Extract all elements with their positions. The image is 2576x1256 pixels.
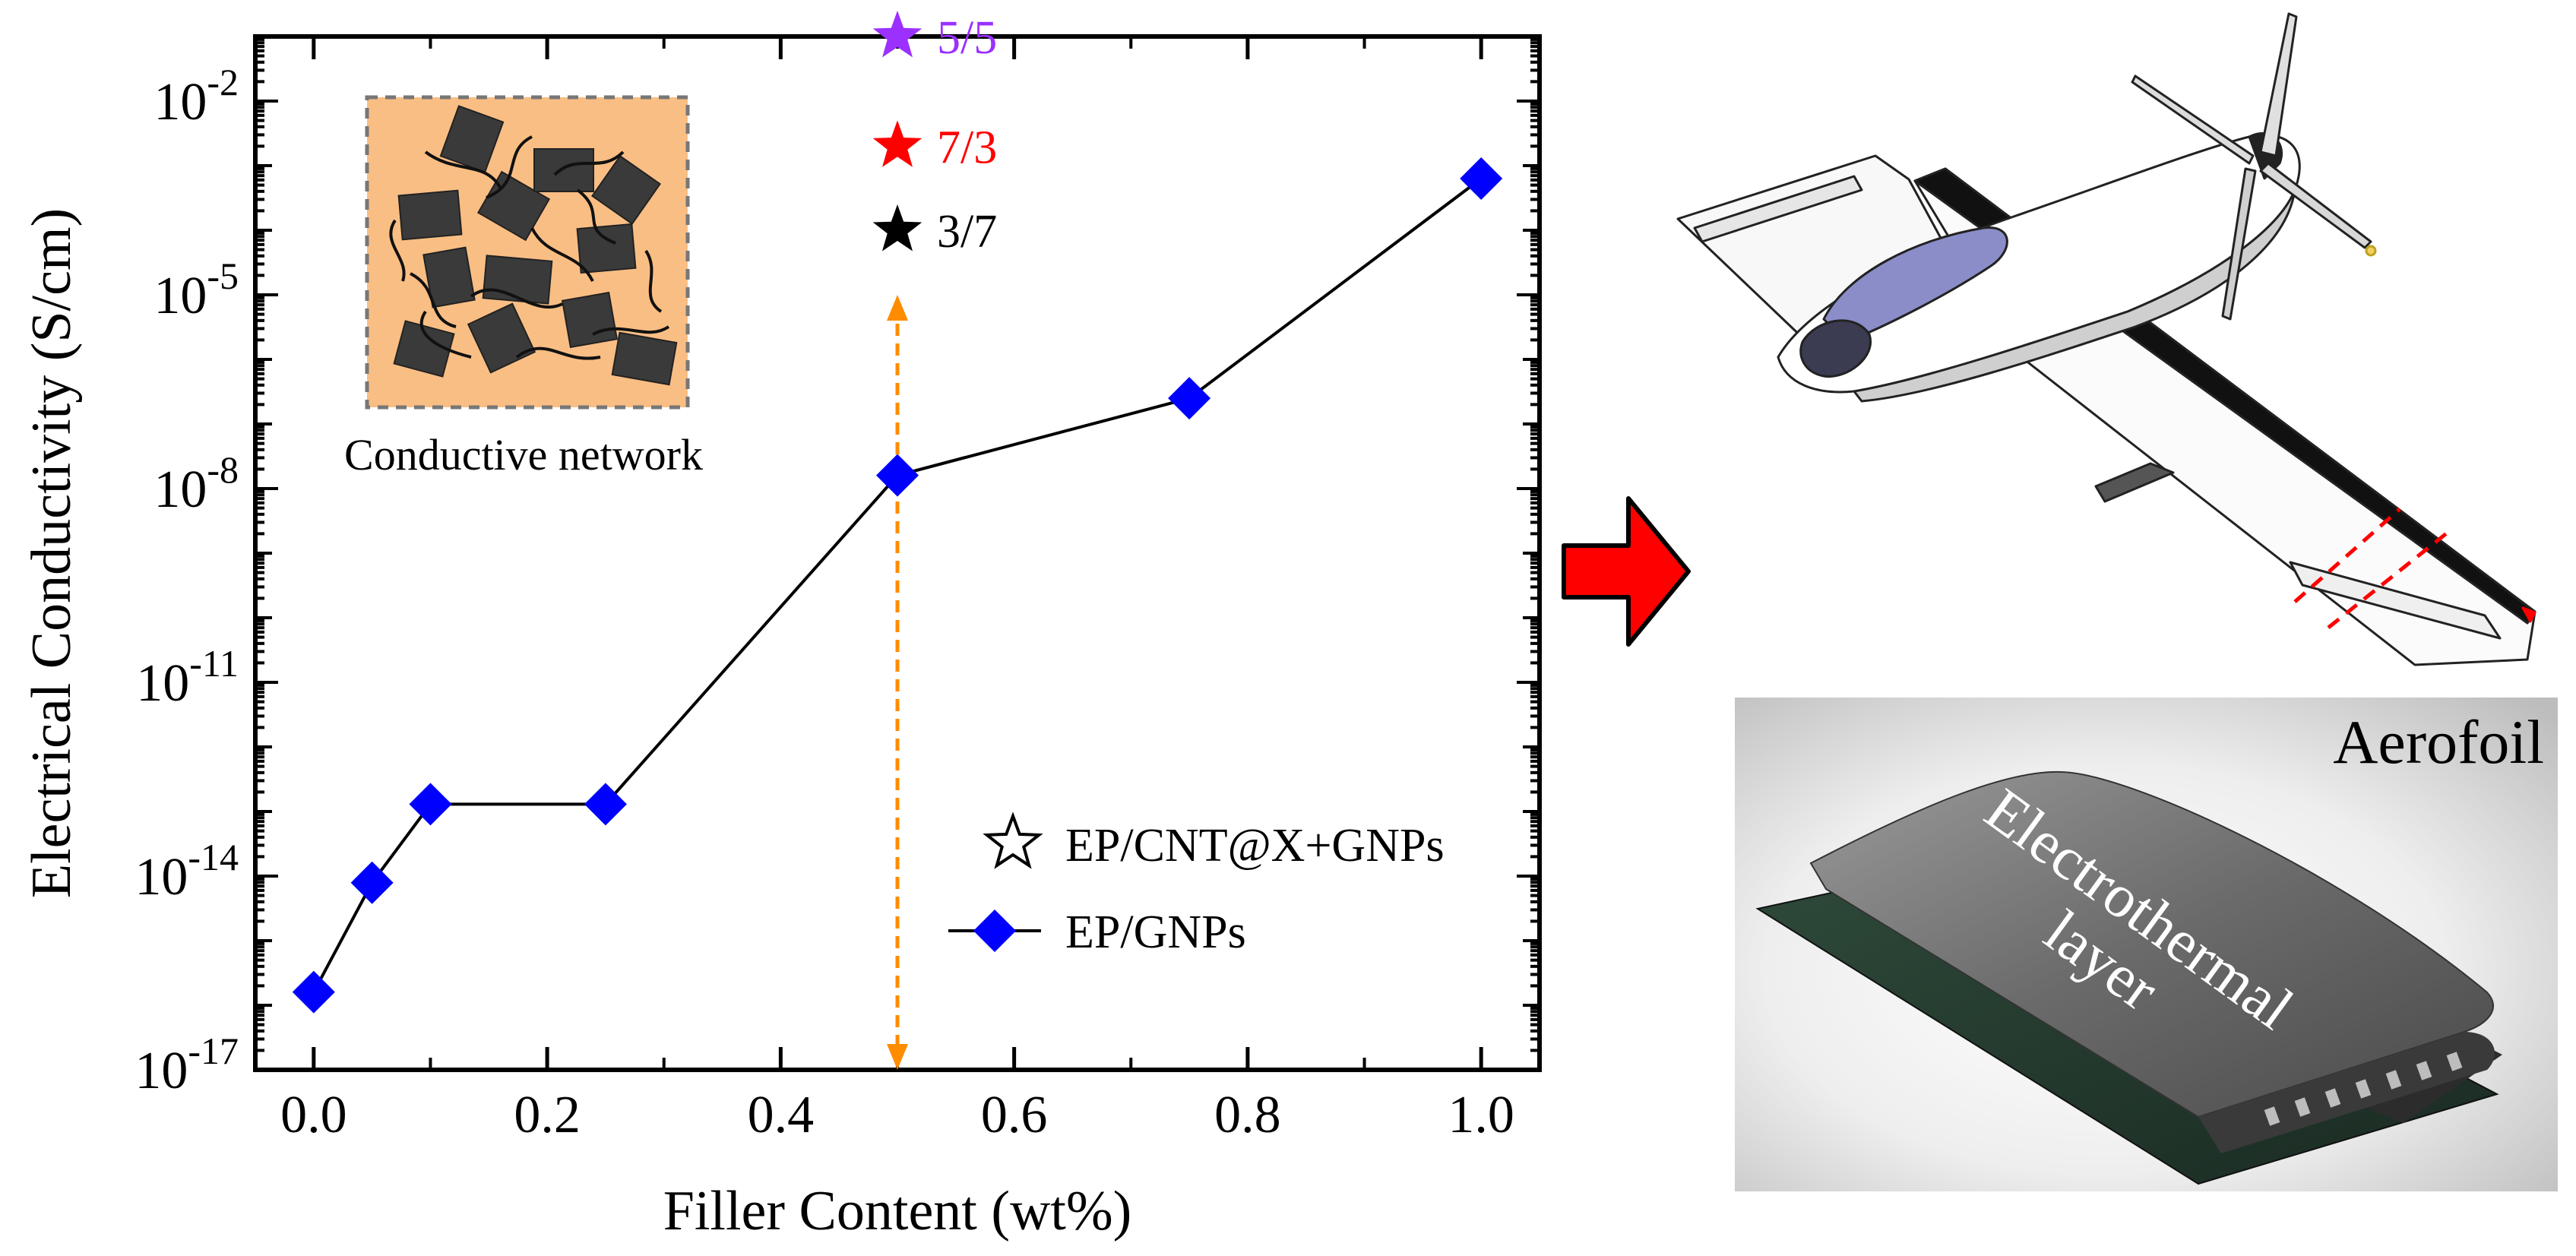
conductive-network-inset: Conductive network: [344, 95, 703, 479]
series-markers: [292, 157, 1503, 1014]
propeller-blade-right: [2259, 162, 2372, 249]
aerofoil-render: [1735, 698, 2558, 1191]
x-tick-label: 0.6: [981, 1086, 1048, 1144]
axis-tick-labels: 0.0 0.2 0.4 0.6 0.8 1.0 10-17 10-14 10-11 10-8 10-…: [134, 61, 1514, 1144]
legend-open-star-icon: [983, 811, 1043, 869]
data-point-diamond: [292, 970, 335, 1014]
data-point-diamond: [1460, 157, 1503, 201]
airplane-intake: [1799, 319, 1872, 378]
x-axis-label: Filler Content (wt%): [663, 1180, 1132, 1242]
x-tick-label: 0.0: [280, 1086, 347, 1144]
legend-diamond-icon: [973, 910, 1016, 952]
aerofoil-rib-holes: [2264, 1052, 2463, 1126]
propeller-blade-top: [2259, 12, 2298, 157]
star-marker: [872, 204, 922, 252]
arrow-head-top: [887, 295, 908, 321]
airplane-aileron: [2289, 561, 2502, 640]
y-tick-label: 10-14: [134, 836, 239, 906]
airplane-left-wing-flap: [1693, 175, 1863, 243]
airplane-ventral-fin: [2094, 462, 2175, 503]
propeller-tip: [2365, 245, 2377, 257]
data-point-diamond: [584, 783, 627, 826]
x-tick-label: 1.0: [1448, 1086, 1514, 1144]
star-marker: [872, 11, 922, 58]
data-point-diamond: [1168, 377, 1211, 420]
ratio-stars: 5/5 7/3 3/7: [872, 11, 997, 258]
arrow-head-bottom: [887, 1044, 908, 1070]
propeller-blade-bottom: [2221, 167, 2257, 321]
star-label: 3/7: [937, 206, 997, 258]
y-tick-label: 10-2: [153, 61, 239, 131]
aerofoil-top-skin: [1809, 770, 2495, 1118]
y-tick-label: 10-17: [134, 1030, 239, 1100]
y-tick-label: 10-11: [136, 642, 239, 713]
star-label: 7/3: [937, 122, 997, 173]
star-label: 5/5: [937, 12, 997, 64]
aerofoil-panel: Aerofoil Electrothermal layer: [1735, 698, 2558, 1191]
legend: EP/CNT@X+GNPs EP/GNPs: [948, 811, 1445, 958]
data-point-diamond: [409, 783, 452, 826]
aerofoil-title: Aerofoil: [2333, 707, 2544, 777]
legend-label-gnps: EP/GNPs: [1065, 906, 1246, 958]
legend-label-cnt: EP/CNT@X+GNPs: [1065, 820, 1445, 872]
y-tick-label: 10-8: [153, 448, 239, 519]
vertical-arrow: [887, 295, 908, 1070]
propeller-blade-left: [2131, 74, 2255, 165]
x-tick-label: 0.4: [748, 1086, 815, 1144]
wing-cut-line-2: [2327, 530, 2450, 629]
y-axis-label: Electrical Conductivity (S/cm): [21, 208, 83, 898]
x-tick-label: 0.8: [1214, 1086, 1281, 1144]
y-tick-label: 10-5: [153, 255, 239, 325]
data-point-diamond: [350, 861, 394, 904]
wing-tip-marker: [2521, 606, 2536, 623]
airplane-illustration: [1676, 12, 2536, 666]
cnt-strands: [389, 135, 670, 360]
data-point-diamond: [876, 454, 919, 497]
x-tick-label: 0.2: [514, 1086, 581, 1144]
inset-label: Conductive network: [344, 430, 703, 479]
graphene-flakes: [393, 105, 678, 386]
red-arrow-icon: [1562, 496, 1691, 647]
airplane-canopy: [1822, 226, 2008, 343]
star-marker: [872, 120, 922, 167]
wing-cut-line-1: [2293, 508, 2401, 603]
